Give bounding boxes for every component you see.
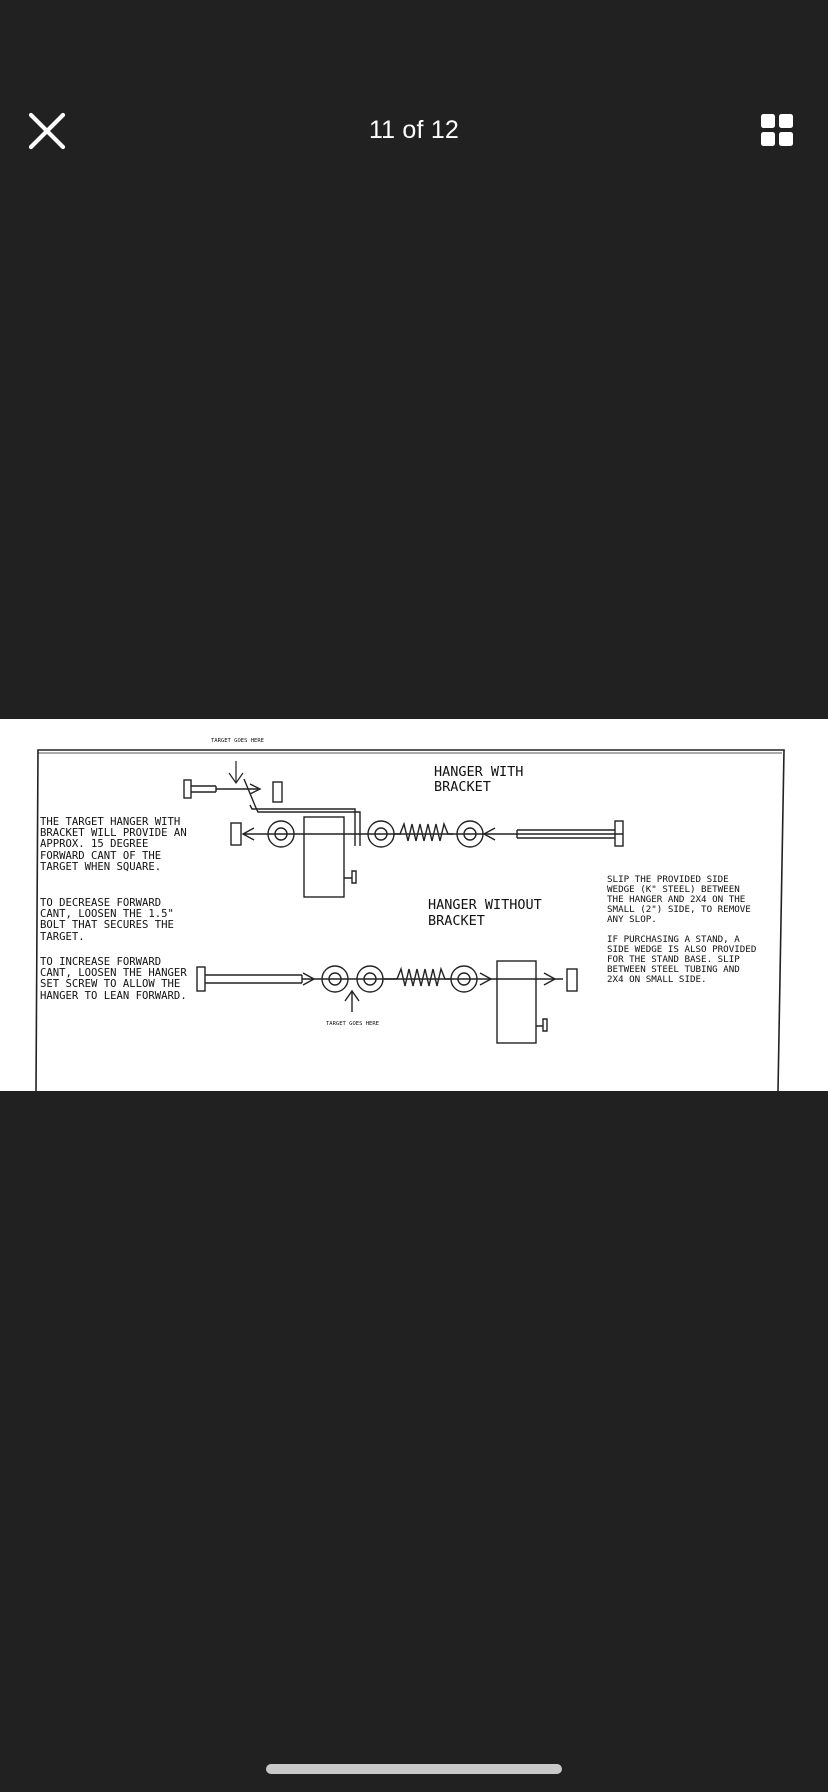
top-bar: 11 of 12	[0, 96, 828, 166]
left-note-1: THE TARGET HANGER WITH BRACKET WILL PROV…	[40, 816, 187, 873]
title-without-bracket-2: BRACKET	[428, 913, 485, 929]
right-note-1: SLIP THE PROVIDED SIDE WEDGE (K" STEEL) …	[607, 874, 751, 925]
bracket	[243, 778, 361, 846]
title-with-bracket-2: BRACKET	[434, 779, 491, 795]
hanger-diagram: TARGET GOES HERE HANGER WITH BRACKET	[35, 738, 785, 1091]
title-without-bracket-1: HANGER WITHOUT	[428, 897, 542, 913]
page-counter: 11 of 12	[368, 116, 460, 144]
target-label-bottom: TARGET GOES HERE	[326, 1021, 379, 1027]
rod-with-bracket	[230, 816, 624, 898]
right-note-2: IF PURCHASING A STAND, A SIDE WEDGE IS A…	[607, 934, 757, 985]
close-button[interactable]	[26, 110, 68, 152]
rod-without-bracket	[196, 960, 578, 1044]
left-note-3: TO INCREASE FORWARD CANT, LOOSEN THE HAN…	[40, 956, 187, 1002]
document-image: TARGET GOES HERE HANGER WITH BRACKET	[0, 719, 828, 1091]
left-note-2: TO DECREASE FORWARD CANT, LOOSEN THE 1.5…	[40, 897, 174, 943]
home-indicator[interactable]	[266, 1764, 562, 1774]
grid-icon	[761, 114, 793, 146]
title-with-bracket-1: HANGER WITH	[434, 764, 523, 780]
bolt-top	[183, 779, 283, 803]
target-label-top: TARGET GOES HERE	[211, 738, 264, 744]
close-icon	[28, 112, 66, 150]
grid-view-button[interactable]	[760, 113, 794, 147]
